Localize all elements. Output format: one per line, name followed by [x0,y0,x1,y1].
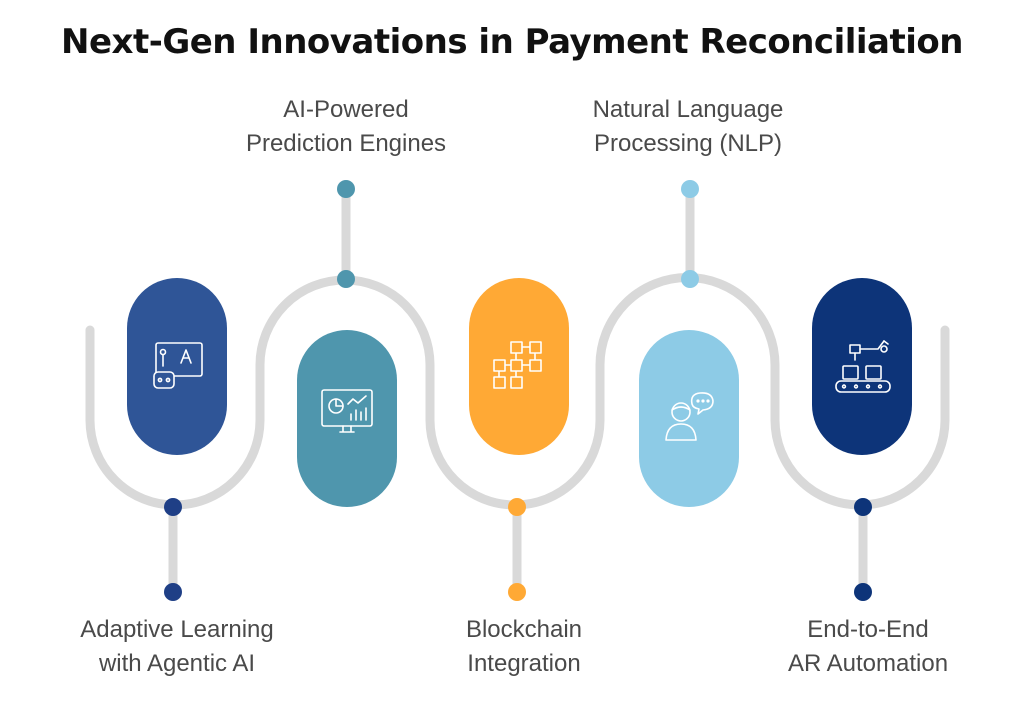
label-blockchain: Blockchain Integration [374,613,674,681]
dot-5-end [854,583,872,601]
label-nlp: Natural Language Processing (NLP) [538,93,838,161]
page-title: Next-Gen Innovations in Payment Reconcil… [61,22,963,62]
label-line-2: Processing (NLP) [593,130,783,157]
dot-1-track [164,498,182,516]
label-line-2: Prediction Engines [245,130,447,157]
label-adaptive-learning: Adaptive Learning with Agentic AI [27,613,327,681]
pill-ai-prediction [297,330,397,507]
analytics-monitor-icon [321,389,373,433]
block-network-icon [493,341,542,389]
dot-2-end [337,180,355,198]
label-line-1: AI-Powered [283,96,409,123]
label-line-2: AR Automation [787,650,949,677]
dot-4-end [681,180,699,198]
label-ar-automation: End-to-End AR Automation [718,613,1018,681]
pill-nlp [639,330,739,507]
pill-blockchain [469,278,569,455]
label-line-1: End-to-End [807,616,929,643]
label-line-2: with Agentic AI [98,650,256,677]
pill-adaptive-learning [127,278,227,455]
label-ai-prediction: AI-Powered Prediction Engines [196,93,496,161]
person-speech-icon [665,392,714,441]
label-line-2: Integration [467,650,581,677]
pill-ar-automation [812,278,912,455]
dot-3-track [508,498,526,516]
dot-1-end [164,583,182,601]
conveyor-robot-icon [835,340,891,393]
dot-2-track [337,270,355,288]
label-line-1: Natural Language [592,96,784,123]
dot-4-track [681,270,699,288]
dot-3-end [508,583,526,601]
label-line-1: Adaptive Learning [80,616,274,643]
dot-5-track [854,498,872,516]
robot-board-icon [153,342,203,389]
label-line-1: Blockchain [465,616,583,643]
